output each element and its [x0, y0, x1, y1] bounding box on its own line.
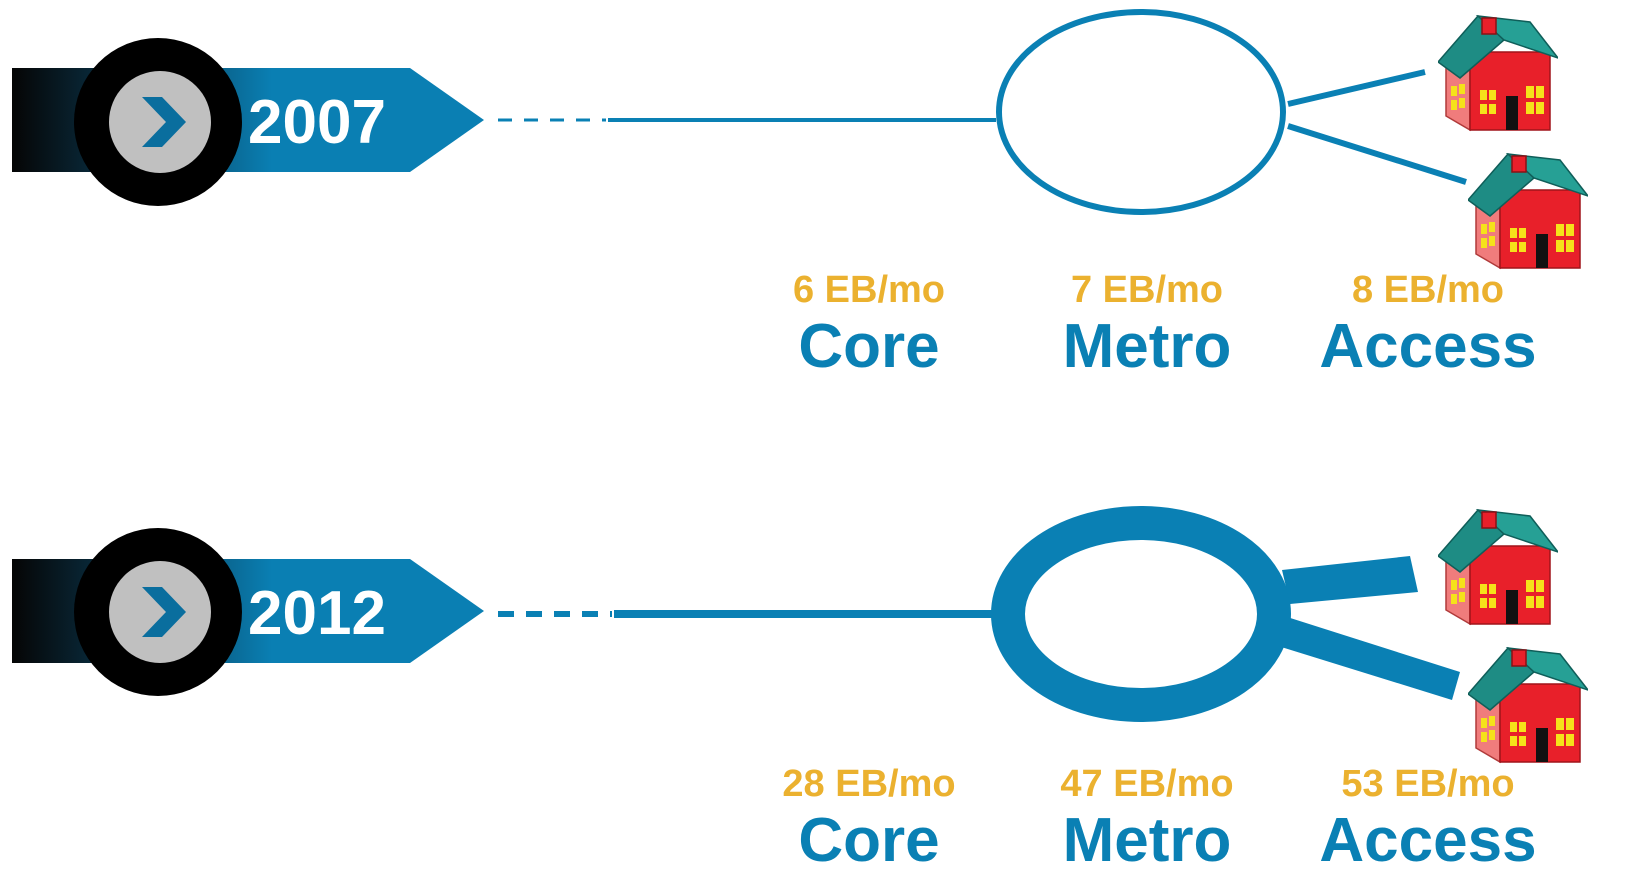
year-banner: 2007 [12, 38, 484, 206]
core-label: Core [798, 312, 939, 381]
core-label: Core [798, 806, 939, 875]
core-rate: 28 EB/mo [782, 763, 955, 805]
access-links [1287, 69, 1467, 185]
metro-label: Metro [1063, 312, 1232, 381]
access-label: Access [1319, 806, 1536, 875]
year-label: 2007 [248, 88, 386, 157]
metro-label: Metro [1063, 806, 1232, 875]
metro-ring [991, 506, 1291, 722]
metro-rate: 7 EB/mo [1071, 269, 1223, 311]
access-rate: 53 EB/mo [1341, 763, 1514, 805]
core-rate: 6 EB/mo [793, 269, 945, 311]
house-icon [1438, 509, 1558, 625]
row-2007: 2007 6 EB/mo 7 EB/mo 8 EB/mo Core Metro … [12, 9, 1588, 381]
house-icon [1468, 647, 1588, 763]
house-icon [1438, 15, 1558, 131]
metro-rate: 47 EB/mo [1060, 763, 1233, 805]
year-label: 2012 [248, 579, 386, 648]
row-2012: 2012 28 EB/mo 47 EB/mo 53 EB/mo Core Met… [12, 506, 1588, 875]
chevron-right-icon [142, 587, 186, 637]
access-rate: 8 EB/mo [1352, 269, 1504, 311]
access-label: Access [1319, 312, 1536, 381]
house-icon [1468, 153, 1588, 269]
access-links [1278, 556, 1460, 700]
chevron-right-icon [142, 97, 186, 147]
year-banner: 2012 [12, 528, 484, 696]
metro-ring [996, 9, 1286, 215]
